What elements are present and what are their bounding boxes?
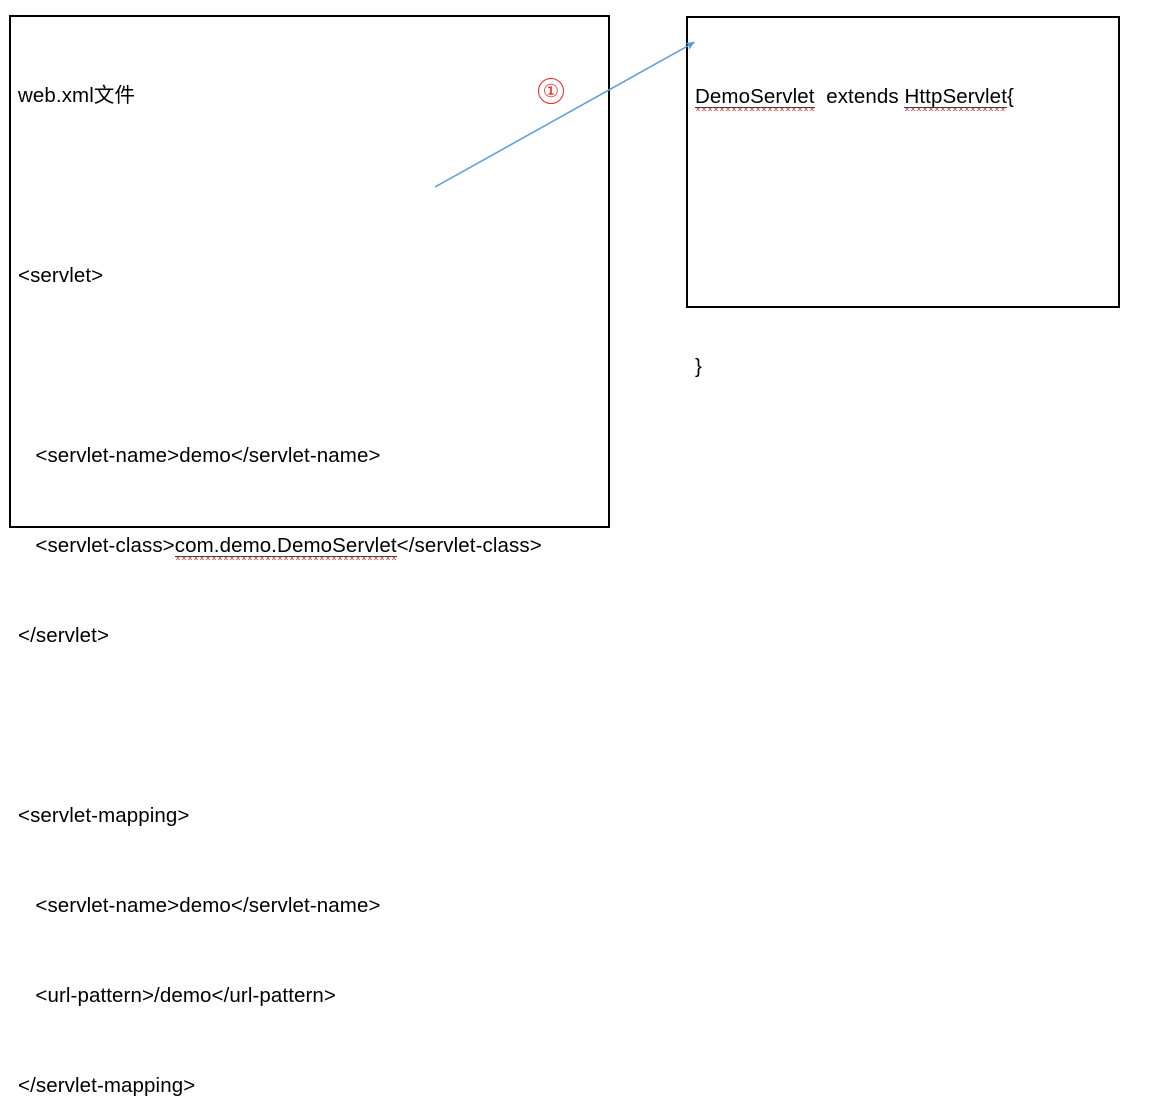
xml-line-blank-1 — [18, 171, 604, 201]
servlet-class-suffix: </servlet-class> — [396, 534, 542, 557]
xml-line-mapping-servlet-name: <servlet-name>demo</servlet-name> — [18, 894, 381, 917]
xml-line-servlet-open: <servlet> — [18, 264, 104, 287]
java-line-brace-close: } — [695, 355, 702, 378]
java-superclass-misspelled: HttpServlet — [904, 85, 1007, 111]
java-decl-gap — [815, 85, 827, 108]
servlet-class-value-misspelled: com.demo.DemoServlet — [174, 534, 397, 560]
xml-line-url-pattern: <url-pattern>/demo</url-pattern> — [18, 984, 337, 1007]
xml-line-blank-2 — [18, 351, 604, 381]
slide-canvas: web.xml文件 <servlet> <servlet-name>demo</… — [0, 0, 1151, 553]
xml-line-title: web.xml文件 — [18, 84, 136, 107]
xml-line-servlet-name: <servlet-name>demo</servlet-name> — [18, 444, 381, 467]
java-keyword-extends: extends — [826, 85, 899, 108]
webxml-code-block: web.xml文件 <servlet> <servlet-name>demo</… — [18, 21, 604, 1106]
webxml-config-box: web.xml文件 <servlet> <servlet-name>demo</… — [9, 15, 610, 1097]
xml-line-mapping-open: <servlet-mapping> — [18, 804, 190, 827]
java-class-name-misspelled: DemoServlet — [695, 85, 815, 111]
xml-line-servlet-class: <servlet-class>com.demo.DemoServlet</ser… — [18, 531, 604, 561]
servlet-class-box: DemoServlet extends HttpServlet{ } — [686, 16, 1120, 378]
java-line-declaration: DemoServlet extends HttpServlet{ — [695, 82, 1114, 112]
java-line-blank-1 — [695, 172, 1114, 202]
xml-line-mapping-close: </servlet-mapping> — [18, 1074, 196, 1097]
java-brace-open: { — [1006, 85, 1014, 108]
java-line-blank-2 — [695, 262, 1114, 292]
java-code-block: DemoServlet extends HttpServlet{ } — [695, 22, 1114, 442]
xml-line-blank-3 — [18, 711, 604, 741]
xml-line-servlet-close: </servlet> — [18, 624, 110, 647]
servlet-class-prefix: <servlet-class> — [18, 534, 175, 557]
callout-marker-1: ① — [538, 78, 564, 104]
